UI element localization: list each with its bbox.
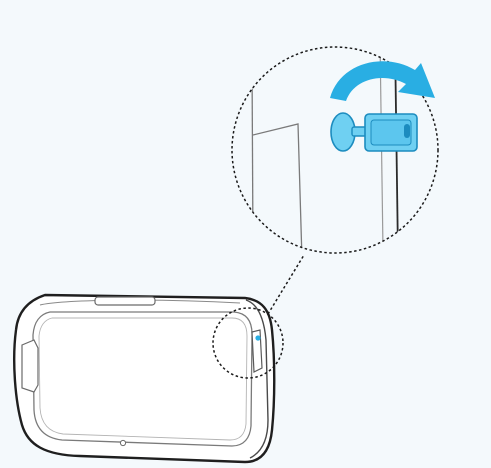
callout-zoom-circle [231,46,439,254]
led-indicator-icon [255,335,261,341]
device-inner-panel [32,311,253,447]
key-icon [330,112,418,152]
callout-small-circle [212,307,284,379]
zoom-background [232,47,438,253]
device-right-edge [245,299,269,459]
curved-arrow-clockwise-icon [330,61,435,101]
key-head-inner [370,119,412,146]
zoom-inner-step [252,123,303,253]
callout-connector [267,254,305,315]
device-left-handle [21,339,39,393]
key-hole [404,124,410,138]
rotation-arrow-body [330,61,435,101]
device-inner-panel-offset [38,317,248,441]
device-bottom-button [119,439,127,447]
device-top-slot [94,296,156,306]
device [13,293,276,464]
device-lock-housing [251,329,263,373]
